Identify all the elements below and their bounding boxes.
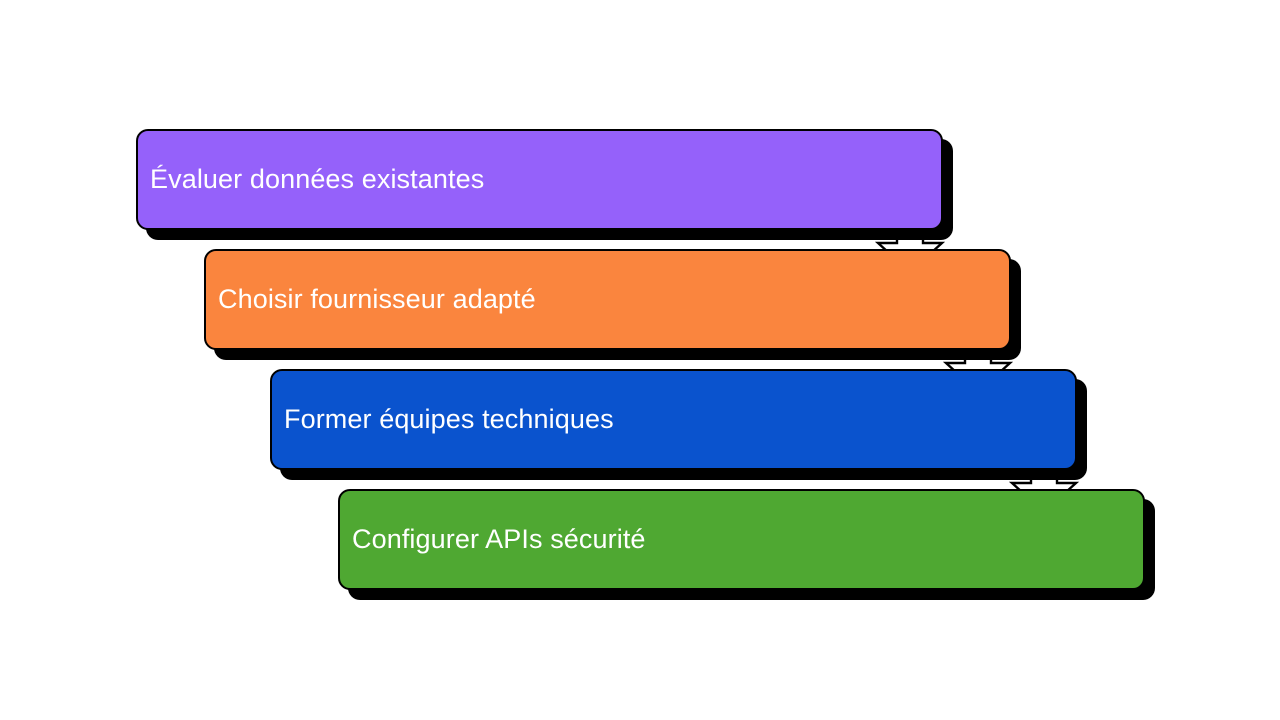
process-step-1[interactable]: Évaluer données existantes — [136, 129, 943, 230]
process-step-4[interactable]: Configurer APIs sécurité — [338, 489, 1145, 590]
process-step-4-label: Configurer APIs sécurité — [352, 523, 646, 554]
process-step-3-label: Former équipes techniques — [284, 403, 614, 434]
process-step-2[interactable]: Choisir fournisseur adapté — [204, 249, 1011, 350]
process-step-2-label: Choisir fournisseur adapté — [218, 283, 536, 314]
process-step-3[interactable]: Former équipes techniques — [270, 369, 1077, 470]
process-step-1-label: Évaluer données existantes — [150, 163, 485, 194]
